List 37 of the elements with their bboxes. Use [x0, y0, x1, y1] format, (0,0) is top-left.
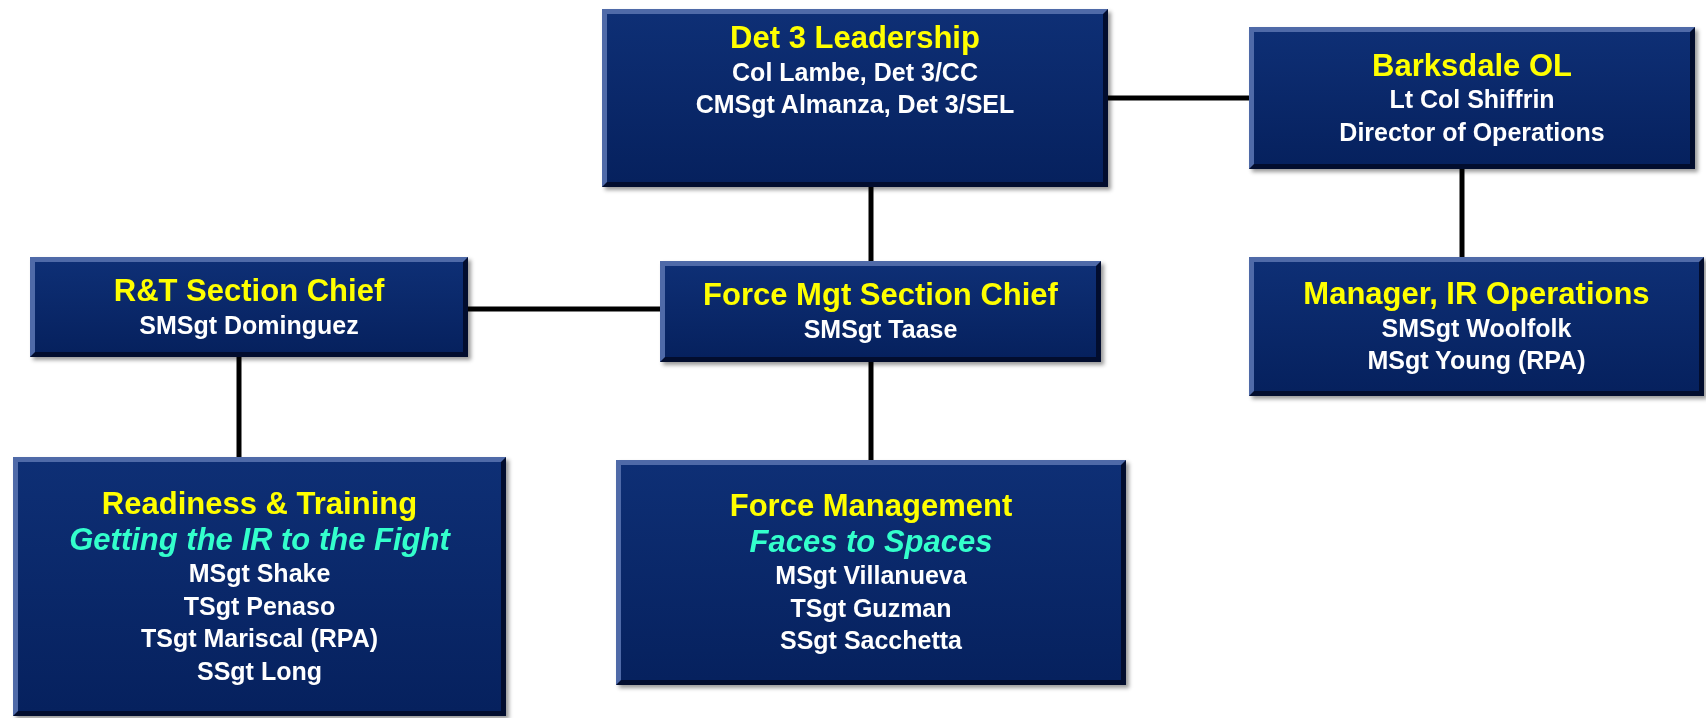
member-name: SMSgt Taase — [803, 314, 958, 346]
box-heading: Det 3 Leadership — [730, 20, 980, 56]
member-name: Lt Col Shiffrin — [1389, 84, 1555, 116]
org-box — [30, 257, 468, 357]
member-name: SMSgt Woolfolk — [1381, 312, 1572, 344]
member-name: MSgt Villanueva — [775, 560, 967, 592]
member-name: TSgt Penaso — [183, 590, 336, 622]
connector-line — [236, 357, 242, 457]
connector-line — [868, 362, 874, 460]
member-name: MSgt Shake — [188, 558, 331, 590]
member-name: CMSgt Almanza, Det 3/SEL — [695, 89, 1015, 121]
connector-line — [868, 187, 874, 261]
member-name: Col Lambe, Det 3/CC — [732, 56, 978, 88]
org-box — [1249, 27, 1695, 169]
box-heading: Readiness & Training — [101, 485, 418, 522]
member-name: Director of Operations — [1339, 116, 1605, 148]
box-heading: Force Mgt Section Chief — [703, 277, 1058, 314]
org-box — [616, 460, 1126, 685]
member-name: MSgt Young (RPA) — [1367, 345, 1586, 377]
connector-line — [1459, 169, 1465, 257]
connector-line — [1108, 95, 1249, 101]
box-heading: R&T Section Chief — [113, 272, 385, 309]
org-box — [660, 261, 1101, 362]
box-heading: Barksdale OL — [1372, 47, 1572, 84]
org-box — [13, 457, 506, 716]
section-motto: Faces to Spaces — [749, 523, 993, 560]
member-name: SSgt Long — [197, 655, 322, 687]
section-motto: Getting the IR to the Fight — [69, 521, 450, 558]
member-name: TSgt Mariscal (RPA) — [140, 623, 379, 655]
org-box — [602, 9, 1108, 187]
box-heading: Manager, IR Operations — [1303, 276, 1650, 312]
box-heading: Force Management — [729, 488, 1013, 524]
member-name: TSgt Guzman — [790, 592, 952, 624]
connector-line — [468, 306, 660, 312]
org-box — [1249, 257, 1704, 396]
member-name: SSgt Sacchetta — [780, 625, 962, 657]
member-name: SMSgt Dominguez — [139, 309, 359, 341]
